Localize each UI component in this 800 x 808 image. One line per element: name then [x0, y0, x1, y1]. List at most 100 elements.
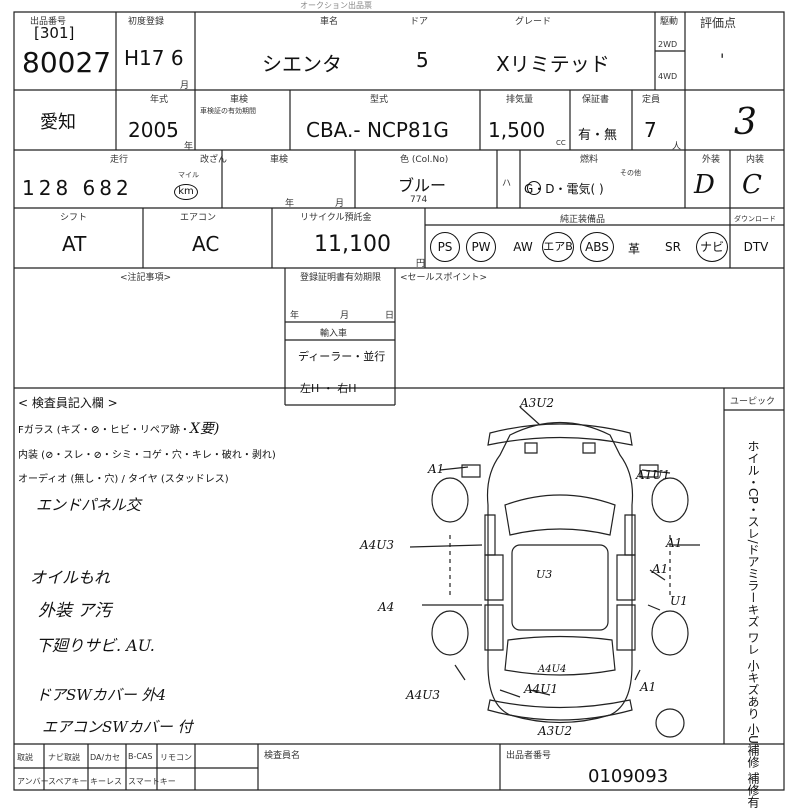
note-5: ドアSWカバー 外4 [36, 686, 167, 704]
exhibitor-number: 0109093 [588, 766, 669, 787]
sale-year: 年 [290, 311, 300, 321]
inspector-line2-mark1: ⊘ [45, 450, 54, 461]
handle-side: 左H ・ 右H [300, 382, 357, 395]
recycle-unit: 円 [416, 259, 426, 269]
note-6: エアコンSWカバー 付 [42, 718, 193, 736]
car-name: シエンタ [262, 52, 342, 76]
car-diagram [410, 395, 710, 740]
footer-cell-7: スペアキー [48, 777, 88, 786]
interior-grade: C [742, 170, 762, 200]
mark-front-top: A3U2 [520, 396, 555, 410]
lot-number: 80027 [22, 46, 112, 79]
equip-abs: ABS [580, 232, 614, 262]
mark-left-bottom: A4U3 [406, 688, 441, 702]
recycle-label: リサイクル預託金 [300, 213, 372, 223]
first-reg: H17 6 [124, 46, 184, 70]
right-panel-label: ユーピック [730, 397, 776, 407]
import-label: 輸入車 [320, 329, 348, 339]
inspector-line2-c: ・シミ・コゲ・穴・キレ・破れ・剥れ) [101, 450, 276, 461]
mark-right-front: A1U1 [636, 468, 671, 482]
mark-right-mid: A1 [652, 562, 669, 576]
drive-2wd: 2WD [658, 40, 678, 49]
shift-label: シフト [60, 213, 88, 223]
inspector-line1-a: Fガラス (キズ・ [18, 425, 91, 436]
inspector-line1-mark: ⊘ [90, 423, 100, 436]
mark-rear-bottom: A3U2 [538, 724, 573, 738]
mark-right-bottom: A1 [640, 680, 657, 694]
interior-label: 内装 [746, 155, 765, 165]
equip-navi: ナビ [696, 232, 728, 262]
ac-label: エアコン [180, 213, 217, 223]
equip-dtv: DTV [743, 240, 769, 254]
equip-sr: SR [665, 240, 681, 254]
mileage: 128 682 [22, 176, 133, 200]
lot-label: 出品番号 [30, 17, 67, 27]
fuel-other: その他 [620, 169, 641, 177]
drive-label: 駆動 [660, 17, 679, 27]
footer-cell-9: スマートキー [128, 777, 176, 786]
footer-cell-1: 取説 [17, 753, 33, 762]
score-value: 3 [734, 102, 757, 143]
dealer-type: ディーラー・並行 [298, 350, 386, 363]
mileage-unit: km [174, 184, 198, 200]
drive-4wd: 4WD [658, 72, 678, 81]
prefecture: 愛知 [40, 112, 76, 133]
equip-airbag: エアB [542, 232, 574, 262]
first-reg-unit: 月 [180, 81, 190, 91]
note-4: 下廻りサビ. AU. [36, 636, 155, 655]
car-name-label: 車名 [320, 17, 339, 27]
first-reg-label: 初度登録 [128, 17, 165, 27]
mark-rear-center: A4U1 [524, 682, 559, 696]
inspector-line3: オーディオ (無し・穴) / タイヤ (スタッドレス) [18, 474, 229, 485]
footer-cell-2: ナビ取説 [48, 753, 80, 762]
note-2: オイルもれ [30, 568, 111, 587]
mark-left-front: A1 [428, 462, 445, 476]
equipment-extra-label: ダウンロード [734, 215, 776, 223]
color-no: 774 [410, 195, 428, 205]
mark-roof: U3 [536, 568, 553, 581]
inspector-line2-mark2: ⊘ [93, 450, 102, 461]
inspector-title: < 検査員記入欄 > [18, 396, 118, 410]
score-mark: ' [720, 50, 725, 69]
inspection-label: 車検 [270, 155, 289, 165]
capacity-unit: 人 [672, 142, 682, 152]
equip-aw: AW [513, 240, 533, 254]
exterior-grade: D [694, 170, 715, 200]
top-strip: オークション出品票 [300, 1, 372, 10]
displacement: 1,500 [488, 118, 546, 142]
ac: AC [192, 232, 220, 256]
equip-pw: PW [466, 232, 496, 262]
inspector-line2-b: ・スレ・ [53, 450, 94, 461]
color: ブルー [398, 176, 447, 195]
year-label: 年式 [150, 95, 169, 105]
mark-rear-window: A4U4 [538, 664, 567, 675]
inspector-line2-a: 内装 ( [18, 450, 46, 461]
footer-cell-8: キーレス [90, 777, 122, 786]
year-unit: 年 [184, 142, 194, 152]
inspector-line1: Fガラス (キズ・⊘・ヒビ・リペア跡・X要) [18, 418, 219, 438]
fuel-label: 燃料 [580, 155, 599, 165]
model-code-label: 型式 [370, 95, 389, 105]
color-label: 色 (Col.No) [400, 155, 449, 165]
footer-cell-3: DA/カセ [90, 753, 121, 762]
score-label: 評価点 [700, 16, 737, 30]
inspector-line2: 内装 (⊘・スレ・⊘・シミ・コゲ・穴・キレ・破れ・剥れ) [18, 446, 276, 461]
mileage-sub: 改ざん [200, 155, 228, 165]
shift: AT [62, 232, 87, 256]
inspection-month-unit: 月 [335, 199, 345, 209]
reg-sub: 車検証の有効期間 [200, 107, 256, 115]
displacement-label: 排気量 [506, 95, 534, 105]
inspector-line1-b: ・ヒビ・リペア跡・ [99, 425, 190, 436]
reg-label: 車検 [230, 95, 249, 105]
equipment-label: 純正装備品 [560, 215, 606, 225]
grade-label: グレード [515, 17, 552, 27]
exhibitor-label: 出品者番号 [506, 751, 552, 761]
mark-right-door: A1 [666, 536, 683, 550]
fuel-type: G・D・電気( ) [524, 182, 604, 196]
equip-ps: PS [430, 232, 460, 262]
warranty-label: 保証書 [582, 95, 610, 105]
fuel-hybrid: ハ [502, 179, 512, 189]
door-count: 5 [416, 48, 429, 72]
